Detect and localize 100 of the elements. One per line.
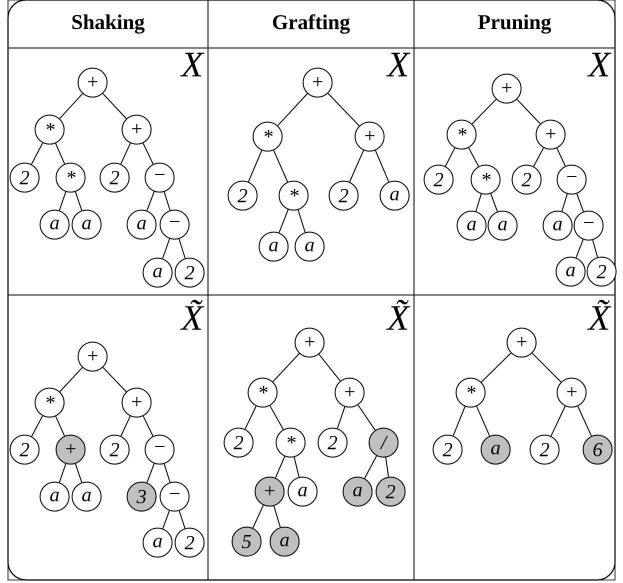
tree-branch <box>120 142 131 164</box>
tree-branch <box>556 148 566 166</box>
tree-branch <box>385 456 389 478</box>
tree-branch <box>74 463 82 483</box>
tree-branch <box>476 406 490 436</box>
tree-branch <box>328 92 360 126</box>
tree-node: * <box>248 378 278 408</box>
tree-branch <box>146 191 155 212</box>
tree-branch <box>55 416 65 436</box>
tree-branch <box>120 416 131 437</box>
node-label: 2 <box>596 264 606 278</box>
tree-branch <box>277 93 308 126</box>
tree-branch <box>576 193 584 212</box>
tree-node: 2 <box>424 164 454 195</box>
tree-node: − <box>556 164 587 195</box>
tree-node: a <box>288 476 318 507</box>
tree-branch <box>480 352 512 383</box>
tree-node: − <box>574 210 604 241</box>
tree-node: a <box>40 482 70 512</box>
highlighted-tree-node: 6 <box>582 434 613 465</box>
highlighted-tree-node: 2 <box>376 476 406 507</box>
tree-node: − <box>160 210 190 240</box>
tree-branch <box>349 150 364 182</box>
tree-branch <box>490 193 498 212</box>
tree-node: * <box>470 164 501 195</box>
tree-node: + <box>492 74 522 104</box>
tree-node: a <box>542 210 573 241</box>
tree-node: a <box>40 210 70 240</box>
header-cell: Shaking <box>8 0 208 48</box>
tree-branch <box>162 510 170 530</box>
tree-node: 2 <box>224 428 254 458</box>
header-cell: Pruning <box>414 0 616 48</box>
tree-branch <box>164 463 171 483</box>
highlighted-tree-node: 3 <box>126 482 157 512</box>
tree-branch <box>162 238 170 259</box>
tree-node: 2 <box>10 434 40 465</box>
highlighted-tree-node: a <box>270 526 300 557</box>
tree-branch <box>273 150 288 182</box>
tree-node: 2 <box>100 162 130 193</box>
header-cell: Grafting <box>208 0 414 48</box>
tree-node: * <box>34 388 65 418</box>
tree-node: a <box>556 256 586 287</box>
tree-node: 2 <box>432 434 463 465</box>
tree-branch <box>55 142 66 164</box>
tree-branch <box>475 193 482 212</box>
tree-node: 2 <box>328 180 359 211</box>
tree-node: 2 <box>10 162 40 193</box>
tree-branch <box>468 147 480 167</box>
tree-branch <box>178 238 186 259</box>
tree-branch <box>278 209 289 234</box>
tree-node: a <box>488 210 518 241</box>
tree-node: * <box>276 428 306 458</box>
tree-node: * <box>446 120 477 150</box>
tree-branch <box>444 147 456 167</box>
tree-branch <box>561 193 568 212</box>
tree-node: 2 <box>100 434 130 465</box>
tree-node: a <box>72 210 102 240</box>
tree-branch <box>472 98 497 124</box>
tree-branch <box>294 456 300 478</box>
tree-branch <box>178 510 186 529</box>
tree-branch <box>577 406 592 436</box>
tree-branch <box>244 406 257 430</box>
tree-branch <box>272 353 300 382</box>
tree-branch <box>298 209 306 233</box>
tree-branch <box>59 367 83 392</box>
tree-branch <box>58 463 66 483</box>
tree-branch <box>252 504 264 528</box>
tree-branch <box>74 191 82 211</box>
tree-node: + <box>334 378 365 408</box>
tree-branch <box>550 406 566 437</box>
tree-node: a <box>294 232 325 262</box>
tree-node: a <box>258 232 289 262</box>
tree-node: a <box>456 210 487 241</box>
highlighted-tree-node: a <box>480 434 511 465</box>
tree-branch <box>318 354 341 382</box>
tree-node: + <box>122 388 152 418</box>
highlighted-tree-node: / <box>368 428 399 458</box>
tree-node: 2 <box>318 428 348 458</box>
tree-branch <box>59 93 83 120</box>
tree-branch <box>364 455 378 479</box>
tree-node: 2 <box>228 180 258 211</box>
tree-branch <box>452 406 466 436</box>
tree-node: + <box>294 328 325 358</box>
tree-node: 2 <box>174 528 205 558</box>
tree-node: a <box>142 258 173 288</box>
highlighted-tree-node: + <box>56 434 86 465</box>
tree-node: * <box>56 162 86 193</box>
tree-branch <box>269 405 284 430</box>
tree-node: + <box>78 68 108 98</box>
tree-branch <box>576 239 584 258</box>
highlighted-tree-node: 5 <box>232 526 262 557</box>
tree-node: * <box>278 180 309 211</box>
tree-branch <box>592 240 598 258</box>
tree-node: 2 <box>586 256 617 287</box>
tree-branch <box>58 191 66 211</box>
tree-branch <box>533 147 544 167</box>
highlighted-tree-node: a <box>342 476 373 507</box>
tree-branch <box>146 463 155 484</box>
tree-node: 2 <box>530 434 560 465</box>
tree-branch <box>142 416 154 437</box>
